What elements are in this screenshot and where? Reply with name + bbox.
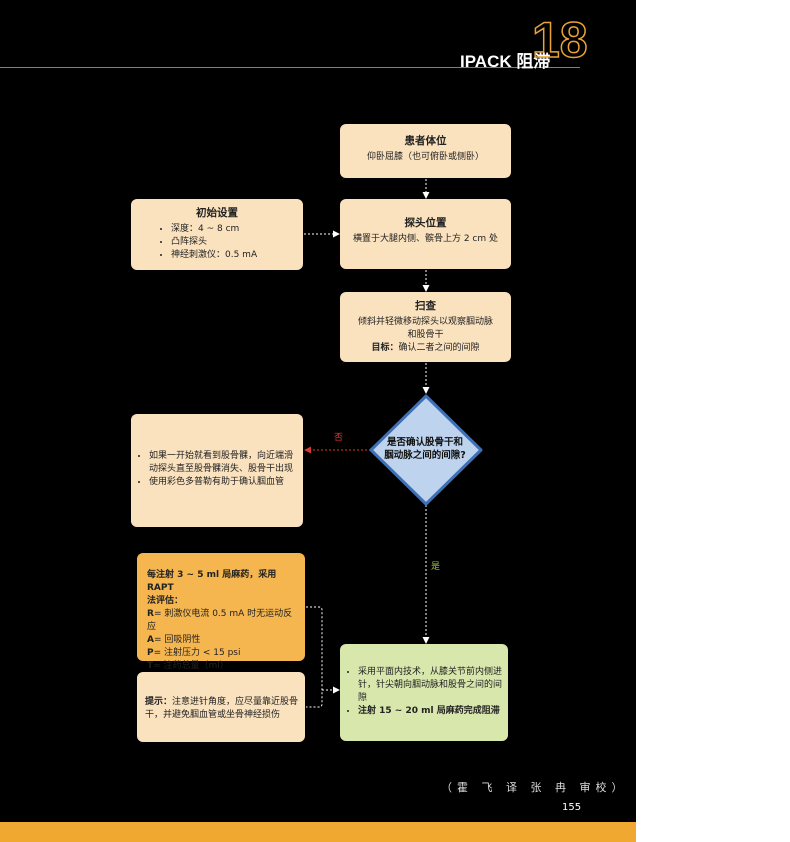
footer-bar [0, 822, 636, 842]
initial-setup-depth: 深度：4 ~ 8 cm [171, 223, 297, 236]
initial-setup-title: 初始设置 [196, 207, 238, 219]
patient-position-title: 患者体位 [404, 135, 447, 147]
tip-text: 注意进针角度，应尽量靠近股骨干，并避免腘血管或坐骨神经损伤 [145, 697, 299, 720]
header-rule [0, 67, 580, 68]
initial-setup-probe: 凸阵探头 [171, 236, 297, 249]
yes-label: 是 [431, 562, 441, 572]
rapt-t-text: = 注药总量（ml） [153, 661, 229, 671]
decision-line-2: 腘动脉之间的间隙? [384, 450, 466, 461]
translator-credit: （霍 飞 译 张 冉 审校） [441, 781, 628, 794]
flowchart-connectors [304, 179, 483, 708]
no-label: 否 [334, 433, 344, 443]
rapt-t-key: T [147, 661, 154, 671]
decision-question: 是否确认股骨干和 腘动脉之间的间隙? [374, 436, 476, 462]
rapt-title-2: 法评估： [147, 596, 184, 606]
rapt-r: R= 刺激仪电流 0.5 mA 时无运动反应 [147, 608, 297, 634]
initial-setup-stimulator: 神经刺激仪：0.5 mA [171, 249, 297, 262]
probe-position-title: 探头位置 [404, 217, 447, 229]
page-number: 155 [562, 802, 582, 813]
probe-position-box: 探头位置 横置于大腿内侧、髌骨上方 2 cm 处 [340, 199, 511, 269]
rapt-r-key: R [147, 609, 154, 619]
tip-box: 提示：注意进针角度，应尽量靠近股骨干，并避免腘血管或坐骨神经损伤 [137, 672, 305, 742]
scan-goal-text: 确认二者之间的间隙 [398, 343, 480, 353]
chapter-number: 18 [531, 12, 588, 68]
scan-goal: 目标：确认二者之间的间隙 [340, 342, 511, 355]
rapt-a: A= 回吸阴性 [147, 634, 297, 647]
no-branch-item-1: 如果一开始就看到股骨髁，向近端滑动探头直至股骨髁消失、股骨干出现 [149, 450, 295, 476]
rapt-title-1: 每注射 3 ~ 5 ml 局麻药，采用 RAPT [147, 570, 277, 593]
scan-line-1: 倾斜并轻微移动探头以观察腘动脉 [357, 317, 493, 327]
rapt-box: 每注射 3 ~ 5 ml 局麻药，采用 RAPT 法评估： R= 刺激仪电流 0… [137, 553, 305, 671]
scan-title: 扫查 [415, 300, 436, 312]
no-branch-box: 如果一开始就看到股骨髁，向近端滑动探头直至股骨髁消失、股骨干出现 使用彩色多普勒… [131, 414, 303, 527]
no-branch-item-2: 使用彩色多普勒有助于确认腘血管 [149, 476, 295, 489]
decision-diamond [369, 394, 483, 506]
scan-box: 扫查 倾斜并轻微移动探头以观察腘动脉 和股骨干 目标：确认二者之间的间隙 [340, 292, 511, 362]
bracket-rapt-tip [306, 606, 323, 708]
scan-line-2: 和股骨干 [407, 330, 444, 340]
injection-box: 采用平面内技术，从膝关节前内侧进针，针尖朝向腘动脉和股骨之间的间隙 注射 15 … [340, 644, 508, 741]
injection-item-1: 采用平面内技术，从膝关节前内侧进针，针尖朝向腘动脉和股骨之间的间隙 [358, 666, 502, 705]
decision-line-1: 是否确认股骨干和 [386, 437, 463, 448]
probe-position-text: 横置于大腿内侧、髌骨上方 2 cm 处 [352, 234, 499, 244]
page-header-title: IPACK 阻滞 [460, 52, 551, 71]
rapt-t: T= 注药总量（ml） [147, 660, 297, 673]
rapt-r-text: = 刺激仪电流 0.5 mA 时无运动反应 [147, 609, 293, 632]
rapt-a-key: A [147, 635, 154, 645]
injection-item-2-text: 注射 15 ~ 20 ml 局麻药完成阻滞 [358, 706, 500, 716]
tip-label: 提示： [145, 697, 173, 707]
scan-goal-label: 目标： [371, 343, 399, 353]
injection-item-2: 注射 15 ~ 20 ml 局麻药完成阻滞 [358, 705, 502, 718]
page-background: IPACK 阻滞 18 患者体位 仰卧屈膝（也可俯卧或侧卧） 初始设置 深度：4… [0, 0, 636, 842]
rapt-p-text: = 注射压力 < 15 psi [153, 648, 241, 658]
rapt-p-key: P [147, 648, 154, 658]
rapt-a-text: = 回吸阴性 [153, 635, 201, 645]
rapt-p: P= 注射压力 < 15 psi [147, 647, 297, 660]
initial-setup-box: 初始设置 深度：4 ~ 8 cm 凸阵探头 神经刺激仪：0.5 mA [131, 199, 303, 270]
patient-position-box: 患者体位 仰卧屈膝（也可俯卧或侧卧） [340, 124, 511, 178]
patient-position-text: 仰卧屈膝（也可俯卧或侧卧） [366, 152, 484, 162]
